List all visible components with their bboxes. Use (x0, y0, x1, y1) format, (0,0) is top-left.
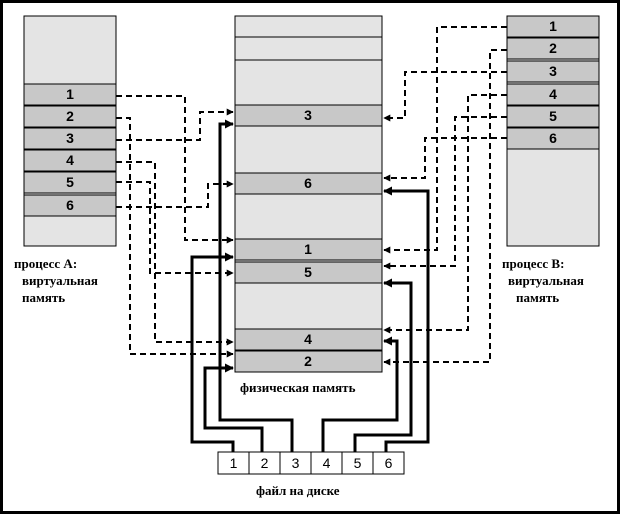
process-a-page-1 (23, 83, 117, 106)
process-a-page-label: 3 (66, 130, 74, 146)
disk-file-label: файл на диске (256, 483, 340, 498)
memory-frame-label: 3 (304, 107, 312, 123)
disk-file: 1 2 3 4 5 6 (217, 451, 405, 475)
arrow-b5-to-frame5 (383, 116, 507, 270)
process-b-label-line1: процесс В: (502, 256, 564, 271)
process-b-page-2 (506, 37, 600, 60)
arrow-disk5-to-frame5 (353, 278, 413, 452)
disk-block-6 (372, 451, 405, 475)
process-a-label-line2: виртуальная (22, 273, 98, 288)
arrow-disk2-to-frame2 (203, 363, 264, 452)
process-a-page-3 (23, 127, 117, 150)
memory-frame-label: 1 (304, 241, 312, 257)
arrow-a6-to-frame6 (116, 180, 234, 208)
disk-block-label: 5 (354, 455, 362, 471)
arrow-disk1-to-frame1 (190, 252, 235, 452)
arrow-b3-to-frame3 (383, 71, 507, 122)
process-a-page-label: 6 (66, 197, 74, 213)
disk-arrows (190, 119, 430, 452)
memory-frame-2 (234, 350, 383, 373)
arrow-a5-to-frame5 (116, 181, 234, 277)
disk-block-label: 4 (323, 455, 331, 471)
process-b-memory: 1 2 3 4 5 6 (506, 15, 600, 247)
arrow-b2-to-frame2 (383, 49, 507, 366)
process-b-page-label: 4 (549, 86, 557, 102)
memory-frame-label: 5 (304, 264, 312, 280)
memory-frame-4 (234, 328, 383, 351)
process-b-page-label: 5 (549, 108, 557, 124)
arrow-disk3-to-frame3 (218, 119, 294, 452)
disk-block-label: 6 (385, 455, 393, 471)
arrow-a3-to-frame3 (116, 108, 234, 141)
process-b-page-label: 3 (549, 63, 557, 79)
process-a-label-line3: память (22, 290, 65, 305)
arrow-a2-to-frame2 (116, 117, 234, 358)
process-b-page-label: 2 (549, 40, 557, 56)
process-b-label-line3: память (516, 290, 559, 305)
memory-frame-6 (234, 172, 383, 195)
process-a-page-label: 5 (66, 174, 74, 190)
process-a-label-line1: процесс А: (14, 256, 77, 271)
arrow-disk6-to-frame6 (383, 186, 430, 452)
arrow-b4-to-frame4 (383, 94, 507, 334)
process-a-page-4 (23, 149, 117, 172)
process-b-page-label: 1 (549, 18, 557, 34)
arrow-disk4-to-frame4 (321, 336, 399, 452)
process-a-page-label: 4 (66, 152, 74, 168)
memory-frame-1 (234, 238, 383, 261)
process-b-label-line2: виртуальная (508, 273, 584, 288)
process-b-page-label: 6 (549, 130, 557, 146)
arrow-a4-to-frame4 (116, 161, 234, 346)
arrow-a1-to-frame1 (116, 95, 234, 244)
process-a-page-label: 1 (66, 86, 74, 102)
process-a-page-6 (23, 194, 117, 217)
disk-block-label: 2 (261, 455, 269, 471)
memory-frame-5 (234, 261, 383, 284)
process-a-arrows (116, 95, 234, 358)
memory-frame-label: 6 (304, 175, 312, 191)
disk-block-label: 3 (292, 455, 300, 471)
process-a-page-label: 2 (66, 108, 74, 124)
disk-block-label: 1 (230, 455, 238, 471)
process-a-memory: 1 2 3 4 5 6 (23, 15, 117, 247)
physical-memory: 3 6 1 5 4 2 (234, 15, 383, 373)
memory-frame-label: 4 (304, 331, 312, 347)
physical-memory-label: физическая память (240, 380, 356, 395)
memory-frame-3 (234, 104, 383, 127)
memory-frame-label: 2 (304, 353, 312, 369)
process-b-arrows (383, 26, 507, 366)
process-a-page-2 (23, 105, 117, 128)
arrow-b6-to-frame6 (383, 137, 507, 182)
